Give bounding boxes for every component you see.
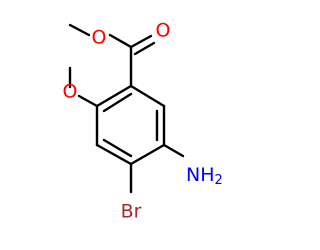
atom-labels: O O O NH2 Br bbox=[63, 20, 223, 223]
ester-carbonyl-oxygen-label: O bbox=[156, 20, 171, 42]
amine-nh-text: NH bbox=[186, 164, 215, 186]
bond-ester-o-to-methyl bbox=[68, 23, 91, 37]
ring-bond-c4-c5 bbox=[95, 143, 133, 166]
bond-carbonyl-double-2 bbox=[133, 41, 156, 56]
ring-bond-c1-c2 bbox=[129, 84, 166, 108]
ring-bond-c4-c5-inner bbox=[102, 138, 133, 158]
bromine-label: Br bbox=[121, 201, 142, 223]
bonds bbox=[68, 23, 185, 194]
ester-oxygen-label: O bbox=[92, 27, 107, 49]
amine-group-label: NH2 bbox=[186, 164, 223, 188]
ring-bond-c3-c4 bbox=[129, 143, 166, 166]
chemical-structure: O O O NH2 Br bbox=[63, 20, 223, 223]
ring-bond-c6-c1-inner bbox=[102, 92, 133, 113]
bond-carbonyl-double-1 bbox=[129, 34, 153, 49]
ring-bond-c6-c1 bbox=[95, 84, 133, 108]
methoxy-oxygen-label: O bbox=[63, 81, 78, 103]
bond-ring-to-amine bbox=[162, 143, 185, 158]
bond-ring-to-methoxy-o bbox=[77, 94, 99, 108]
amine-subscript-text: 2 bbox=[215, 173, 223, 188]
bond-carbonyl-c-to-ester-o bbox=[108, 33, 133, 49]
